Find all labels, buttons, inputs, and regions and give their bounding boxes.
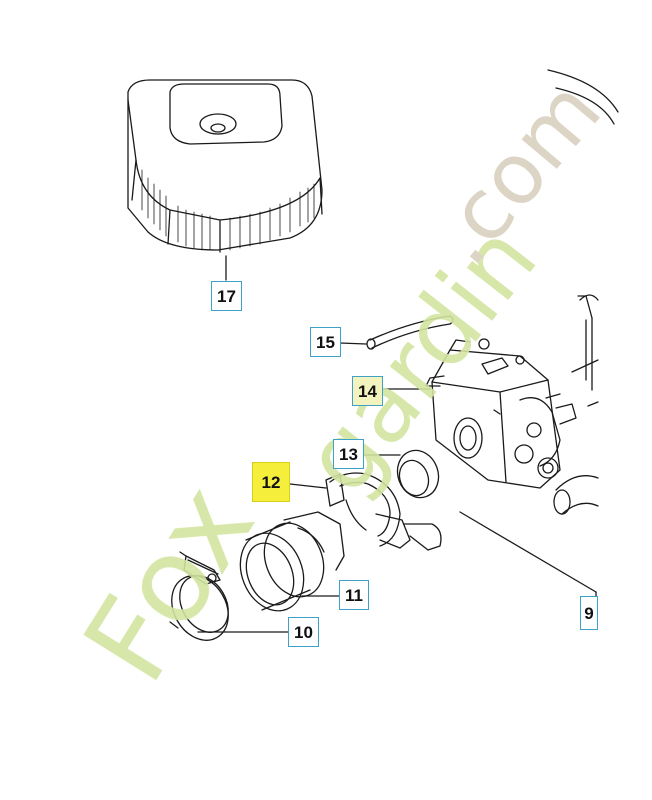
air-filter-drawing bbox=[127, 79, 323, 253]
callout-15[interactable]: 15 bbox=[310, 327, 341, 357]
clamp-bracket-drawing bbox=[325, 472, 442, 551]
callout-11[interactable]: 11 bbox=[339, 580, 369, 610]
gasket-drawing bbox=[396, 449, 440, 499]
intake-boot-drawing bbox=[239, 511, 345, 612]
callout-9[interactable]: 9 bbox=[580, 596, 598, 630]
callout-14[interactable]: 14 bbox=[352, 376, 383, 406]
assembly-drawing bbox=[459, 294, 599, 599]
leader-12 bbox=[289, 483, 327, 489]
watermark-text-left: Fox bbox=[57, 460, 281, 705]
leader-15 bbox=[339, 342, 367, 345]
fuel-hose-drawing bbox=[366, 315, 454, 350]
callout-10[interactable]: 10 bbox=[288, 617, 319, 647]
callout-17[interactable]: 17 bbox=[211, 281, 242, 311]
callout-12-highlighted[interactable]: 12 bbox=[252, 462, 290, 502]
background-arcs bbox=[547, 69, 619, 125]
watermark-text-middle: gardin bbox=[282, 204, 559, 514]
callout-13[interactable]: 13 bbox=[333, 439, 364, 469]
carburetor-drawing bbox=[425, 338, 577, 489]
hose-clamp-drawing bbox=[169, 551, 229, 641]
